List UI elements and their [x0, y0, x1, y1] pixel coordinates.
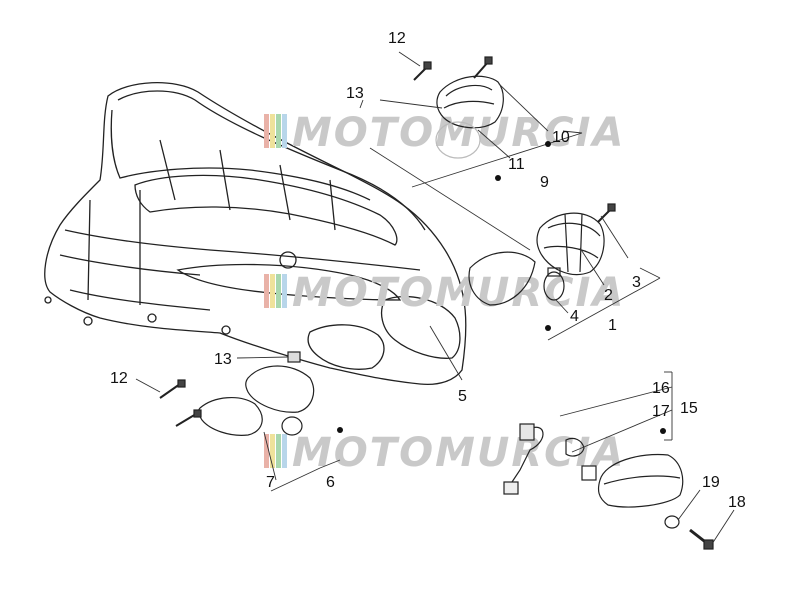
- screw-icon: [689, 528, 714, 550]
- front-left-indicator: [159, 351, 315, 436]
- callout-9: 9: [540, 174, 549, 191]
- leader-lines: [135, 51, 735, 545]
- watermark-bottom: MOTOMURCIA: [264, 430, 625, 476]
- callout-6: 6: [326, 474, 335, 491]
- front-shield-body: [44, 82, 467, 386]
- watermark-top: MOTOMURCIA: [264, 110, 625, 156]
- callout-7: 7: [266, 474, 275, 491]
- callout-13-left: 13: [214, 351, 232, 368]
- screw-icon: [597, 203, 616, 223]
- callout-13-top: 13: [346, 85, 364, 102]
- callout-18: 18: [728, 494, 746, 511]
- watermark-middle: MOTOMURCIA: [264, 270, 625, 316]
- callout-12-left: 12: [110, 370, 128, 387]
- callout-1: 1: [608, 317, 617, 334]
- watermark-text-top: MOTOMURCIA: [292, 110, 625, 156]
- rear-light-assembly: [413, 56, 504, 159]
- watermark-text-bottom: MOTOMURCIA: [292, 430, 625, 476]
- callout-19: 19: [702, 474, 720, 491]
- license-plate-light: [503, 423, 714, 550]
- callout-2: 2: [604, 287, 613, 304]
- callout-15: 15: [680, 400, 698, 417]
- reference-dots: [337, 141, 666, 434]
- screw-icon: [473, 56, 493, 79]
- callout-17: 17: [652, 403, 670, 420]
- watermark-text-middle: MOTOMURCIA: [292, 270, 625, 316]
- callout-12-top: 12: [388, 30, 406, 47]
- callout-labels: 12 13 10 11 9 3 2 4 1 5 13 12 7 6 16 17 …: [110, 30, 746, 511]
- screw-icon: [159, 379, 186, 399]
- callout-4: 4: [570, 308, 579, 325]
- screw-icon: [175, 409, 202, 427]
- callout-11: 11: [508, 156, 525, 173]
- callout-16: 16: [652, 380, 670, 397]
- screw-icon: [413, 61, 432, 81]
- callout-5: 5: [458, 388, 467, 405]
- front-right-indicator: [468, 203, 616, 306]
- callout-3: 3: [632, 274, 641, 291]
- callout-10: 10: [552, 129, 570, 146]
